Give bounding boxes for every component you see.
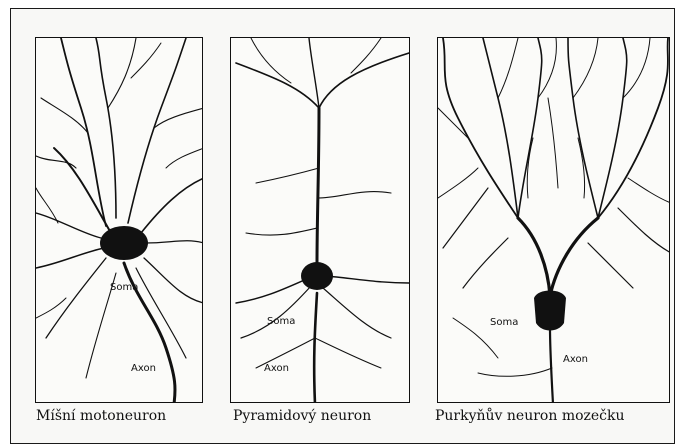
pyramidal-axon-label: Axon bbox=[264, 363, 289, 374]
purkinje-drawing bbox=[438, 38, 670, 403]
pyramidal-caption: Pyramidový neuron bbox=[233, 408, 371, 424]
panel-motoneuron bbox=[35, 37, 203, 403]
pyramidal-drawing bbox=[231, 38, 410, 403]
motoneuron-soma-label: Soma bbox=[110, 282, 138, 293]
purkinje-soma-label: Soma bbox=[490, 317, 518, 328]
motoneuron-caption: Míšní motoneuron bbox=[36, 408, 166, 424]
purkinje-axon-label: Axon bbox=[563, 354, 588, 365]
pyramidal-soma-label: Soma bbox=[267, 316, 295, 327]
purkinje-caption: Purkyňův neuron mozečku bbox=[435, 408, 625, 424]
motoneuron-drawing bbox=[36, 38, 203, 403]
panel-pyramidal bbox=[230, 37, 410, 403]
panel-purkinje bbox=[437, 37, 670, 403]
motoneuron-axon-label: Axon bbox=[131, 363, 156, 374]
